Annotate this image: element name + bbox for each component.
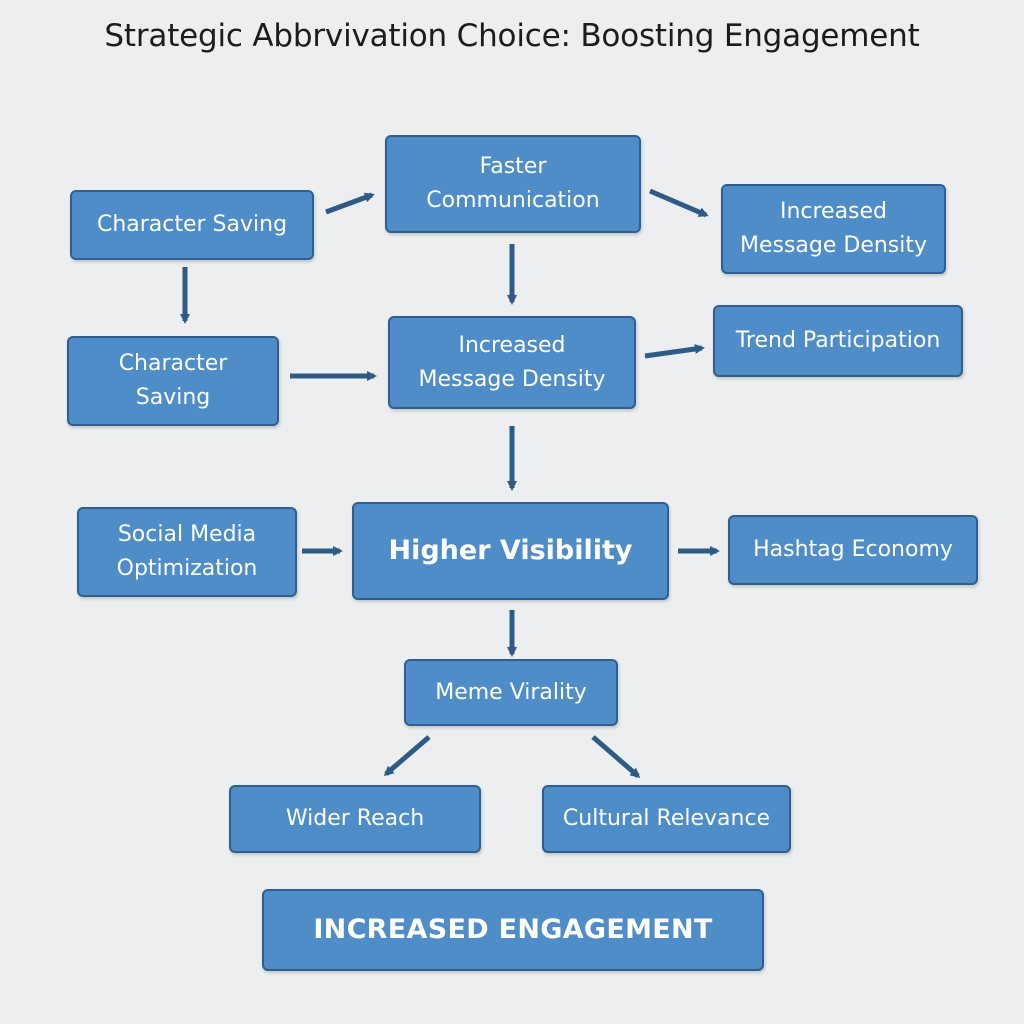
node-trend-participation: Trend Participation xyxy=(713,305,963,377)
node-higher-visibility: Higher Visibility xyxy=(352,502,669,600)
node-character-saving-left: Character Saving xyxy=(67,336,279,426)
diagram-title: Strategic Abbrvivation Choice: Boosting … xyxy=(104,18,920,54)
node-label: Increased Message Density xyxy=(418,332,606,392)
node-label: Increased Message Density xyxy=(739,199,928,258)
node-character-saving-top: Character Saving xyxy=(70,190,314,260)
node-faster-communication: Faster Communication xyxy=(385,135,641,233)
node-label: INCREASED ENGAGEMENT xyxy=(313,914,713,945)
node-label: Character Saving xyxy=(96,212,288,237)
node-label: Meme Virality xyxy=(435,679,587,705)
node-wider-reach: Wider Reach xyxy=(229,785,481,853)
arrow-faster-communication-to-increased-density-right xyxy=(649,188,709,218)
node-label: Trend Participation xyxy=(735,328,941,353)
arrow-increased-density-center-to-trend-participation xyxy=(644,344,705,359)
node-meme-virality: Meme Virality xyxy=(404,659,618,726)
node-label: Social Media Optimization xyxy=(116,522,258,581)
node-hashtag-economy: Hashtag Economy xyxy=(728,515,978,585)
node-increased-density-right: Increased Message Density xyxy=(721,184,946,274)
arrow-meme-virality-to-wider-reach xyxy=(383,735,431,776)
node-social-media-optimization: Social Media Optimization xyxy=(77,507,297,597)
node-cultural-relevance: Cultural Relevance xyxy=(542,785,791,853)
node-label: Cultural Relevance xyxy=(562,806,771,831)
node-label: Hashtag Economy xyxy=(753,537,953,562)
node-label: Higher Visibility xyxy=(388,535,633,566)
node-label: Character Saving xyxy=(118,351,228,410)
arrow-character-saving-to-faster-communication xyxy=(325,192,375,215)
node-increased-density-center: Increased Message Density xyxy=(388,316,636,409)
arrow-meme-virality-to-cultural-relevance xyxy=(591,735,641,778)
node-label: Faster Communication xyxy=(426,154,600,213)
node-label: Wider Reach xyxy=(285,806,425,831)
node-increased-engagement: INCREASED ENGAGEMENT xyxy=(262,889,764,971)
